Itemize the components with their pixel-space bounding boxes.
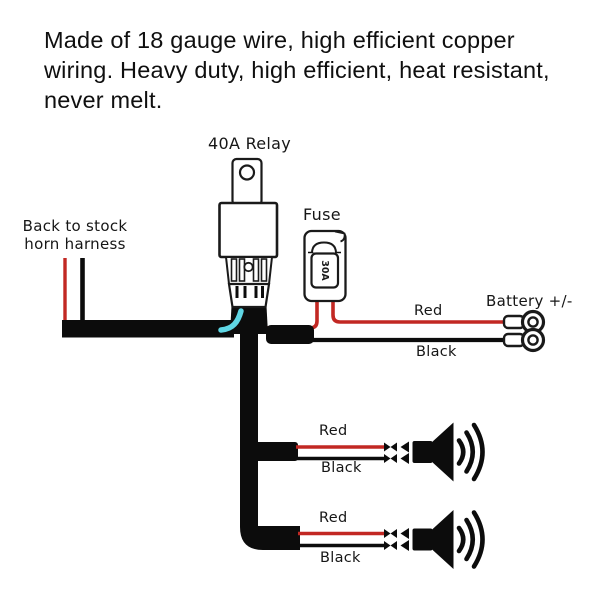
terminal-hole xyxy=(527,334,539,346)
battery-red-wire-label: Red xyxy=(414,303,443,319)
stock-harness-label: Back to stock horn harness xyxy=(22,217,128,253)
description-line: Made of 18 gauge wire, high efficient co… xyxy=(44,27,515,53)
relay-mount-hole xyxy=(238,164,256,181)
stock-harness-wires xyxy=(63,258,85,326)
relay-pin xyxy=(230,258,238,282)
sound-wave-arc xyxy=(471,510,485,569)
product-description: Made of 18 gauge wire, high efficient co… xyxy=(44,25,574,115)
horn1-branch-stub xyxy=(252,442,298,461)
horn2-branch xyxy=(298,510,485,569)
battery-black-ring-terminal-icon xyxy=(502,327,546,353)
relay-pin xyxy=(260,258,268,282)
sound-wave-arc xyxy=(456,525,466,554)
fuse-to-sleeve-wire xyxy=(295,298,319,330)
relay-body xyxy=(218,201,279,259)
trunk-elbow xyxy=(240,500,300,550)
fuse-icon: 30A xyxy=(303,229,347,303)
spade-connector-icon xyxy=(384,540,409,551)
splice-sleeve xyxy=(266,325,314,344)
relay-center-pin xyxy=(243,261,254,273)
horn1-branch xyxy=(296,422,485,482)
battery-red-wire xyxy=(331,298,508,324)
relay-icon xyxy=(218,157,279,309)
cyan-wire xyxy=(218,308,244,333)
relay-pin xyxy=(252,258,260,282)
relay-nut xyxy=(227,282,271,309)
terminal-hole xyxy=(527,316,539,328)
sound-wave-arc xyxy=(471,422,485,482)
trunk-vertical xyxy=(240,328,258,510)
sound-wave-arc xyxy=(456,438,466,466)
sound-wave-arc xyxy=(464,430,476,474)
relay-pin xyxy=(238,258,246,282)
relay-label: 40A Relay xyxy=(208,134,292,153)
fuse-rating-text: 30A xyxy=(319,260,330,281)
spade-connector-icon xyxy=(384,453,409,464)
fuse-window xyxy=(310,252,340,289)
horn-speaker-icon xyxy=(412,422,485,482)
horn2-black-wire-label: Black xyxy=(320,550,361,566)
battery-label: Battery +/- xyxy=(486,292,573,310)
harness-trunk xyxy=(62,306,314,550)
fuse-grip xyxy=(311,241,337,253)
trunk-horizontal-bar xyxy=(62,320,234,338)
spade-connector-icon xyxy=(384,528,409,539)
description-line: never melt. xyxy=(44,87,163,113)
horn1-red-wire-label: Red xyxy=(319,423,348,439)
battery-black-wire-label: Black xyxy=(416,344,457,360)
horn1-black-wire-label: Black xyxy=(321,460,362,476)
horn-speaker-icon xyxy=(412,510,485,569)
sound-wave-arc xyxy=(464,517,476,562)
spade-connector-icon xyxy=(384,441,409,453)
fuse-label: Fuse xyxy=(303,205,341,224)
description-line: wiring. Heavy duty, high efficient, heat… xyxy=(44,57,550,83)
battery-red-ring-terminal-icon xyxy=(502,309,546,335)
fuse-corner-fold xyxy=(334,230,346,243)
horn2-red-wire-label: Red xyxy=(319,510,348,526)
